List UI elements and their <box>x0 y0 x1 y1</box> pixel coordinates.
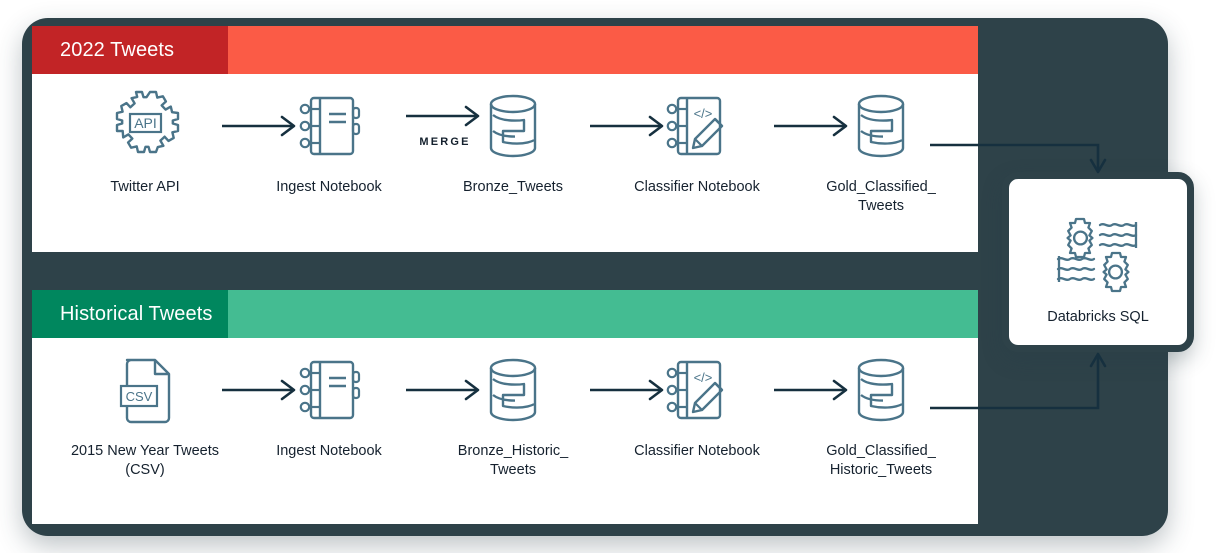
flow-arrow <box>586 370 672 410</box>
stage-label: Classifier Notebook <box>634 179 760 195</box>
stage-label: Twitter API <box>110 179 180 195</box>
row-header-title-block <box>32 290 228 338</box>
merge-operation-label: MERGE <box>419 136 471 148</box>
row-header: Historical Tweets <box>32 290 978 338</box>
stage-label: Classifier Notebook <box>634 443 760 459</box>
flow-arrow <box>402 370 488 410</box>
stage-label: Gold_Classified_ Historic_Tweets <box>826 443 936 478</box>
stage-ingest-notebook[interactable]: Ingest Notebook <box>254 338 404 461</box>
stage-label: Bronze_Historic_ Tweets <box>457 443 569 478</box>
row-header-label: 2022 Tweets <box>60 39 175 61</box>
svg-text:CSV: CSV <box>126 389 153 404</box>
svg-text:</>: </> <box>694 370 713 385</box>
api-gear-icon: API <box>70 74 220 178</box>
stage-gold-classified-tweets[interactable]: Gold_Classified_ Tweets <box>806 74 956 216</box>
pipeline-row-tweets-2022: 2022 Tweets API Twitter API <box>32 26 978 252</box>
stage-twitter-api[interactable]: API Twitter API <box>70 74 220 197</box>
databricks-sql-panel[interactable]: Databricks SQL <box>1002 172 1194 352</box>
pipeline-row-historical-tweets: Historical Tweets CSV 2015 New Year Twee… <box>32 290 978 524</box>
stage-classifier-notebook[interactable]: </> Classifier Notebook <box>622 74 772 197</box>
flow-arrow <box>770 106 856 146</box>
row-header-label: Historical Tweets <box>60 303 213 325</box>
databricks-sql-label: Databricks SQL <box>1047 309 1149 325</box>
stage-bronze-historic-tweets[interactable]: Bronze_Historic_ Tweets <box>438 338 588 480</box>
stage-label: 2015 New Year Tweets (CSV) <box>70 443 220 478</box>
svg-text:API: API <box>134 115 157 131</box>
stage-label: Bronze_Tweets <box>463 179 563 195</box>
database-cylinder-icon <box>806 338 956 442</box>
flow-arrow <box>770 370 856 410</box>
row-body: API Twitter API <box>32 74 978 252</box>
stage-gold-classified-historic-tweets[interactable]: Gold_Classified_ Historic_Tweets <box>806 338 956 480</box>
stage-csv-source[interactable]: CSV 2015 New Year Tweets (CSV) <box>70 338 220 480</box>
csv-file-icon: CSV <box>70 338 220 442</box>
flow-arrow <box>218 370 304 410</box>
classifier-notebook-icon: </> <box>622 338 772 442</box>
svg-text:</>: </> <box>694 106 713 121</box>
notebook-icon <box>254 338 404 442</box>
database-cylinder-icon <box>438 338 588 442</box>
gears-waves-icon <box>1009 209 1187 293</box>
flow-arrow <box>586 106 672 146</box>
flow-arrow-merge <box>402 96 488 136</box>
notebook-icon <box>254 74 404 178</box>
stage-label: Ingest Notebook <box>276 179 382 195</box>
stage-bronze-tweets[interactable]: Bronze_Tweets <box>438 74 588 197</box>
row-header: 2022 Tweets <box>32 26 978 74</box>
database-cylinder-icon <box>438 74 588 178</box>
stage-classifier-notebook[interactable]: </> Classifier Notebook <box>622 338 772 461</box>
stage-ingest-notebook[interactable]: Ingest Notebook <box>254 74 404 197</box>
database-cylinder-icon <box>806 74 956 178</box>
stage-label: Gold_Classified_ Tweets <box>826 179 936 214</box>
flow-arrow <box>218 106 304 146</box>
row-header-title-block <box>32 26 228 74</box>
row-body: CSV 2015 New Year Tweets (CSV) <box>32 338 978 524</box>
classifier-notebook-icon: </> <box>622 74 772 178</box>
stage-label: Ingest Notebook <box>276 443 382 459</box>
